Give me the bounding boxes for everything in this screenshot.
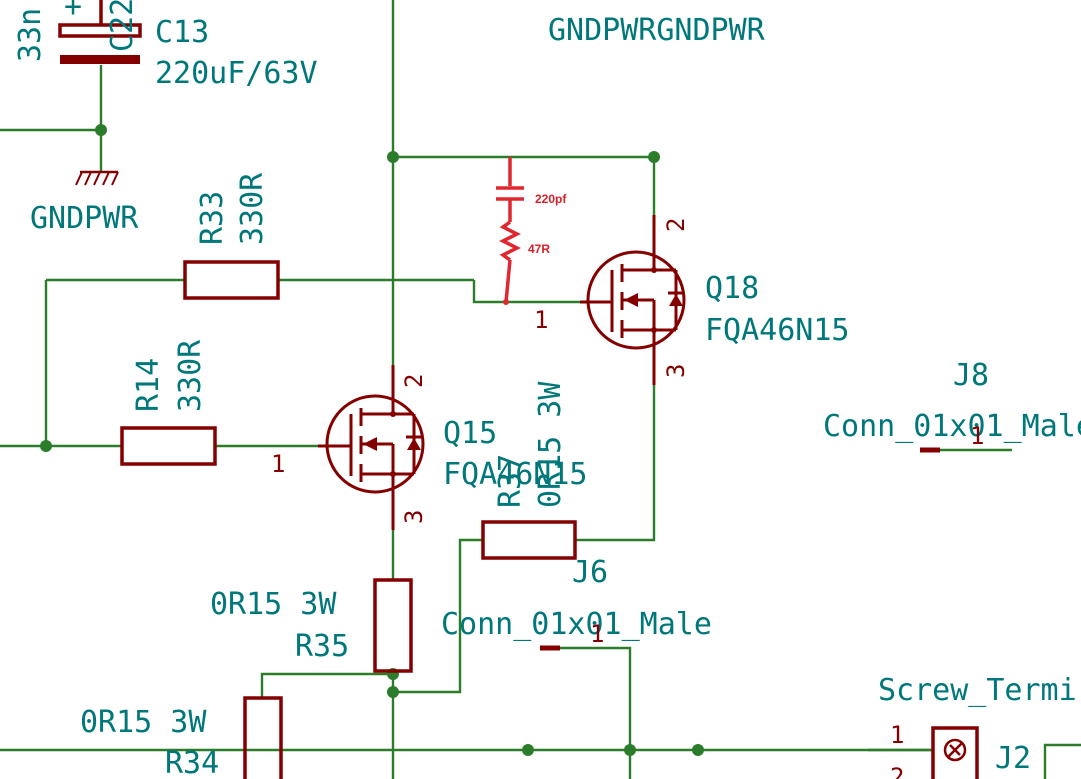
resistor-r35[interactable] [373, 578, 413, 673]
gndpwr-left-label: GNDPWR [30, 201, 139, 236]
junction-r37-return [387, 686, 399, 698]
j8-ref: J8 [953, 358, 989, 393]
q15-pin1-label: 1 [271, 450, 285, 478]
gndpwr-top-label: GNDPWRGNDPWR [548, 13, 766, 48]
r33-ref: R33 [195, 191, 230, 245]
q15-pin2-label: 2 [400, 374, 428, 388]
j8-pin1-label: 1 [970, 422, 984, 450]
j6-value: Conn_01x01_Male [441, 607, 712, 642]
gndpwr-symbol [75, 170, 119, 186]
r14-ref: R14 [131, 358, 166, 412]
j2-screw-icon [943, 738, 967, 762]
r34-value: 0R15 3W [80, 705, 207, 740]
j2-body [931, 726, 979, 779]
r35-ref: R35 [295, 629, 349, 664]
junction-c13 [95, 124, 107, 136]
r37-ref: R37 [493, 454, 528, 508]
q15-ref: Q15 [443, 416, 497, 451]
r33-value: 330R [235, 172, 270, 245]
junction-bottom-1 [522, 744, 534, 756]
mosfet-q15[interactable] [318, 365, 425, 530]
j6-pin1-label: 1 [590, 620, 604, 648]
wire-to-q18-gate [472, 280, 580, 304]
q18-body-circle [586, 250, 686, 350]
wire-q18-source [575, 385, 656, 542]
q15-arrow [363, 437, 377, 451]
q18-pin3-label: 3 [662, 364, 690, 378]
junction-drain-bus-right [648, 151, 660, 163]
snubber-resistor-zigzag [499, 220, 521, 262]
q18-value: FQA46N15 [705, 313, 850, 348]
resistor-r37[interactable] [481, 520, 577, 560]
screw-terminal-value: Screw_Termi [878, 673, 1077, 708]
c13-plate-bottom [60, 55, 140, 64]
resistor-r34[interactable] [243, 696, 283, 779]
q15-diode [407, 438, 421, 450]
q18-diode [669, 294, 683, 306]
resistor-r14[interactable] [120, 426, 217, 466]
junction-r14-left [40, 440, 52, 452]
junction-bottom-3 [692, 744, 704, 756]
c22-partial-label: C22 [105, 0, 140, 52]
r37-value: 0R15 3W [533, 381, 568, 508]
wire-r37-left [393, 538, 483, 694]
snubber-node [503, 299, 509, 305]
c13-plus-sign: + [64, 0, 82, 24]
c13-ref: C13 [155, 15, 209, 50]
q18-arrow [624, 293, 638, 307]
junction-drain-bus-left [387, 151, 399, 163]
c-partial-label: 33n [13, 8, 48, 62]
j8-value: Conn_01x01_Male [823, 409, 1081, 444]
q18-ref: Q18 [705, 271, 759, 306]
j6-ref: J6 [572, 555, 608, 590]
r34-ref: R34 [165, 746, 219, 779]
c13-value: 220uF/63V [155, 56, 318, 91]
junctions [40, 124, 704, 756]
q15-body-circle [325, 394, 425, 494]
q15-value: FQA46N15 [443, 457, 588, 492]
q18-pin2-label: 2 [662, 218, 690, 232]
snubber-res-label: 47R [528, 242, 550, 256]
junction-bottom-2 [624, 744, 636, 756]
wire-j6 [560, 646, 632, 779]
wire-r34-top [260, 672, 393, 698]
resistor-r33[interactable] [183, 260, 280, 300]
mosfet-q18[interactable] [580, 215, 686, 385]
j2-pin1-label: 1 [890, 721, 904, 749]
r35-value: 0R15 3W [210, 587, 337, 622]
q18-pin1-label: 1 [534, 306, 548, 334]
j2-pin2-label: 2 [890, 763, 904, 779]
snubber-lead-bottom [504, 259, 512, 303]
r14-value: 330R [173, 339, 208, 412]
snubber-cap-label: 220pf [535, 192, 567, 206]
wire-right-bus [1043, 743, 1081, 779]
snubber-network[interactable] [496, 157, 524, 305]
q15-pin3-label: 3 [400, 510, 428, 524]
screw-terminal-j2[interactable] [931, 726, 979, 779]
capacitor-c13[interactable] [58, 0, 142, 64]
j2-ref: J2 [995, 741, 1031, 776]
